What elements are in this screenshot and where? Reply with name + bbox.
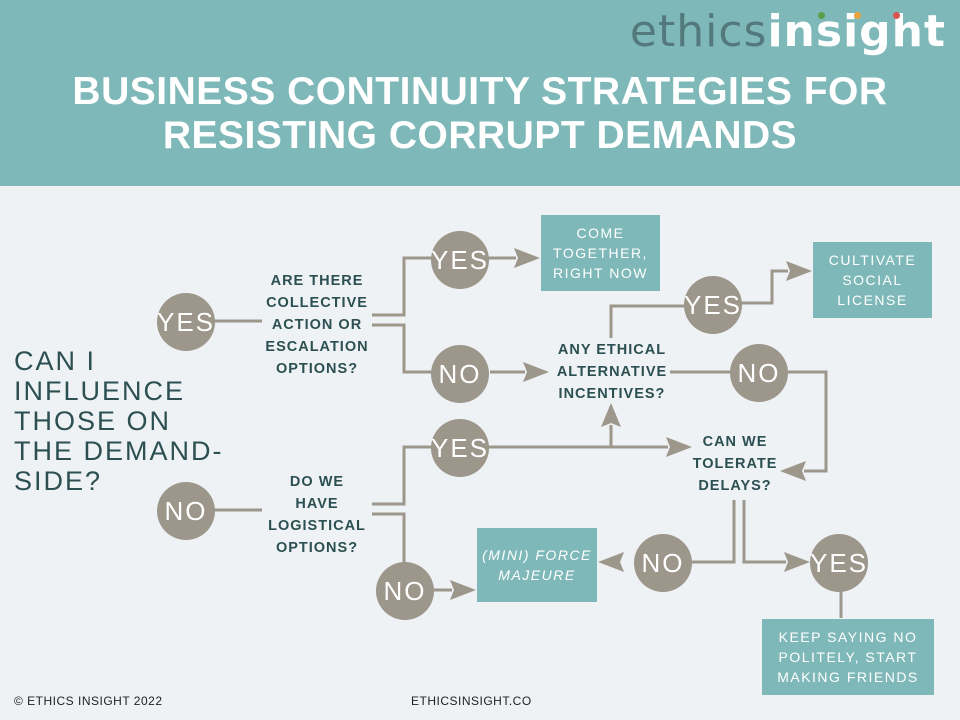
connector-delays-to-yes [742, 500, 786, 564]
connector-yes-to-social-license [740, 269, 788, 305]
answer-yes-delays: YES [810, 534, 868, 592]
logo-word-ethics: ethics [629, 6, 768, 57]
connector-collective-to-yes [372, 256, 432, 317]
answer-no-collective: NO [431, 345, 489, 403]
answer-no-incentives: NO [730, 344, 788, 402]
question-collective-action: ARE THERE COLLECTIVE ACTION OR ESCALATIO… [265, 273, 369, 377]
outcome-come-together: COME TOGETHER, RIGHT NOW [541, 215, 660, 291]
question-ethical-incentives: ANY ETHICAL ALTERNATIVE INCENTIVES? [556, 342, 668, 402]
logo-dot-orange [854, 12, 861, 19]
answer-yes-logistical: YES [431, 419, 489, 477]
arrowhead-social-license [786, 261, 812, 281]
arrowhead-incentives-from-below [601, 403, 621, 427]
connector-collective-to-no [372, 323, 432, 374]
arrowhead-mini-force-majeure [598, 552, 624, 572]
title-line-2: RESISTING CORRUPT DEMANDS [162, 114, 798, 157]
ethics-insight-logo: ethicsinsight [630, 6, 946, 57]
arrowhead-incentives [523, 362, 549, 382]
arrowhead-force-majeure [450, 580, 476, 600]
connector-logistical-to-no [372, 512, 406, 570]
arrowhead-delays-from-yes [666, 437, 692, 457]
answer-no-logistical: NO [376, 562, 434, 620]
arrowhead-yes-delays [784, 552, 810, 572]
connector-logistical-to-yes [372, 445, 432, 506]
footer-website[interactable]: ETHICSINSIGHT.CO [411, 694, 532, 708]
logo-dot-green [818, 12, 825, 19]
footer-copyright: © ETHICS INSIGHT 2022 [14, 694, 163, 708]
answer-no-delays: NO [634, 534, 692, 592]
title-line-1: BUSINESS CONTINUITY STRATEGIES FOR [72, 70, 888, 113]
answer-yes-demand-side: YES [157, 293, 215, 351]
answer-no-demand-side: NO [157, 482, 215, 540]
answer-yes-incentives: YES [684, 276, 742, 334]
outcome-keep-saying-no: KEEP SAYING NO POLITELY, START MAKING FR… [762, 619, 934, 695]
logo-dot-red [893, 12, 900, 19]
page-title: BUSINESS CONTINUITY STRATEGIES FOR RESIS… [0, 70, 960, 158]
question-logistical-options: DO WE HAVE LOGISTICAL OPTIONS? [268, 474, 366, 556]
question-tolerate-delays: CAN WE TOLERATE DELAYS? [692, 434, 778, 494]
connector-incentives-to-yes [609, 304, 686, 338]
connector-delays-to-no [690, 500, 736, 564]
connector-no-to-delays [788, 370, 828, 473]
arrowhead-come-together [514, 248, 540, 268]
outcome-force-majeure: (MINI) FORCE MAJEURE [477, 528, 597, 602]
arrowhead-delays-from-no [780, 461, 806, 481]
main-question: CAN I INFLUENCE THOSE ON THE DEMAND- SID… [14, 346, 224, 496]
header-banner: ethicsinsight BUSINESS CONTINUITY STRATE… [0, 0, 960, 186]
answer-yes-collective: YES [431, 231, 489, 289]
outcome-cultivate-social-license: CULTIVATE SOCIAL LICENSE [813, 242, 932, 318]
